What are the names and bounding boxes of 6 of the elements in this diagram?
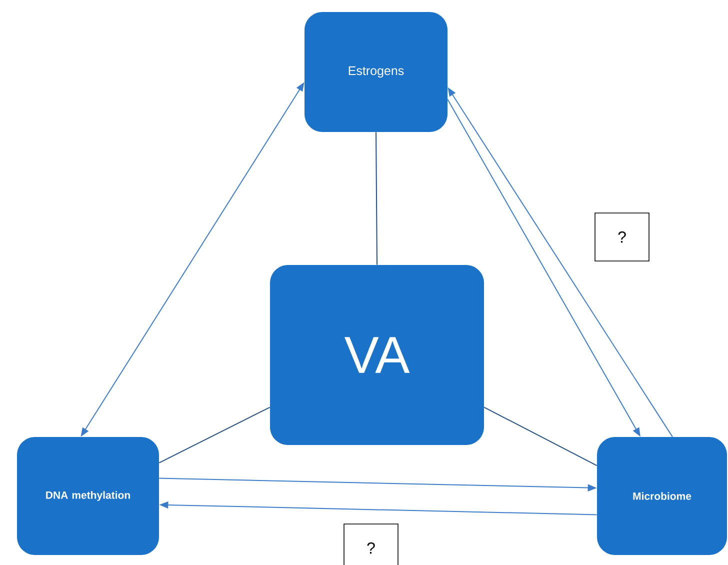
process-box: VA xyxy=(270,265,484,445)
process-box: DNA methylation xyxy=(17,437,159,555)
process-box: Estrogens xyxy=(304,12,448,132)
process-box: Microbiome xyxy=(597,437,727,555)
question-mark-box: ? xyxy=(594,212,650,262)
question-mark-box: ? xyxy=(344,524,398,565)
